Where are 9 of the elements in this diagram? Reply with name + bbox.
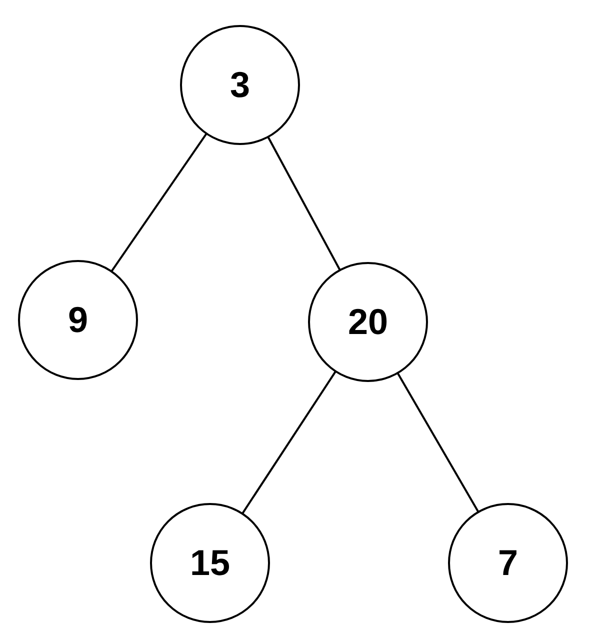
tree-edge bbox=[267, 136, 341, 271]
node-value: 7 bbox=[498, 542, 518, 584]
node-value: 9 bbox=[68, 299, 88, 341]
tree-edge bbox=[396, 372, 480, 512]
node-value: 15 bbox=[190, 542, 230, 584]
node-value: 20 bbox=[348, 301, 388, 343]
node-value: 3 bbox=[230, 64, 250, 106]
tree-edge bbox=[110, 133, 208, 272]
tree-edge bbox=[242, 370, 336, 514]
